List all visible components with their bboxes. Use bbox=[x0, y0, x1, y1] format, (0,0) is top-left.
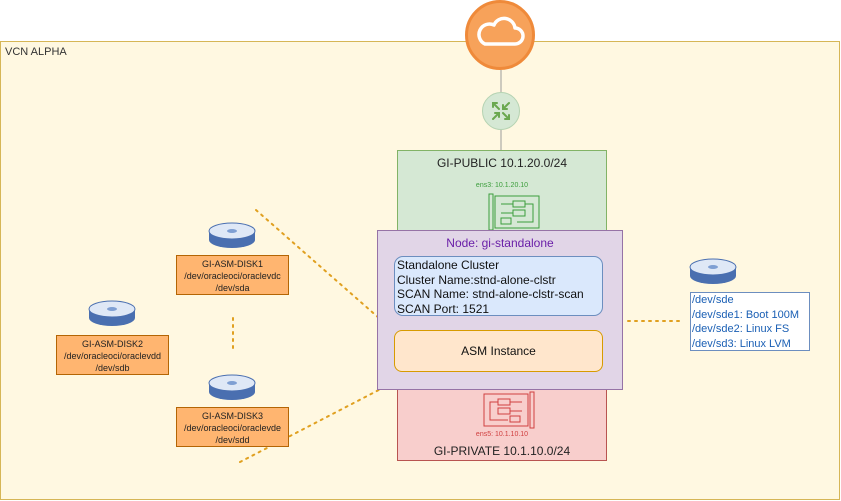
cluster-info-text: Standalone Cluster Cluster Name:stnd-alo… bbox=[397, 258, 584, 316]
boot-disk-box bbox=[690, 292, 810, 351]
cluster-info-box bbox=[394, 256, 603, 316]
node-title: Node: gi-standalone bbox=[446, 236, 554, 250]
gi-public-subnet bbox=[397, 150, 607, 235]
partition-line: /dev/sde2: Linux FS bbox=[692, 323, 790, 335]
cluster-line: Cluster Name:stnd-alone-clstr bbox=[397, 272, 556, 287]
cluster-line: SCAN Name: stnd-alone-clstr-scan bbox=[397, 287, 584, 301]
partition-line: /dev/sde bbox=[692, 294, 734, 306]
disk3-node-link bbox=[239, 379, 399, 463]
cluster-line: Standalone Cluster bbox=[397, 258, 500, 272]
asm-disk2-label: GI-ASM-DISK2 /dev/oracleoci/oraclevdd /d… bbox=[56, 335, 169, 375]
gi-private-title: GI-PRIVATE 10.1.10.0/24 bbox=[433, 444, 571, 458]
disk-line: GI-ASM-DISK3 bbox=[201, 411, 263, 421]
vcn-label: VCN ALPHA bbox=[5, 46, 67, 58]
disk-line: GI-ASM-DISK1 bbox=[201, 259, 263, 269]
gi-private-subnet bbox=[397, 385, 607, 461]
asm-disk3-label: GI-ASM-DISK3 /dev/oracleoci/oraclevde /d… bbox=[176, 407, 289, 447]
router-icon bbox=[482, 92, 520, 130]
gi-public-title: GI-PUBLIC 10.1.20.0/24 bbox=[436, 156, 568, 170]
boot-disk-text: /dev/sde /dev/sde1: Boot 100M /dev/sde2:… bbox=[692, 293, 799, 351]
cluster-line: SCAN Port: 1521 bbox=[397, 301, 490, 316]
disk-icon bbox=[689, 258, 737, 284]
asm-disk1-label: GI-ASM-DISK1 /dev/oracleoci/oraclevdc /d… bbox=[176, 255, 289, 295]
network-card-icon bbox=[488, 193, 540, 231]
asm-instance-box bbox=[394, 330, 603, 372]
disk-line: /dev/oracleoci/oraclevdd bbox=[63, 351, 162, 361]
disk-line: /dev/sdb bbox=[95, 363, 130, 373]
ens5-label: ens5: 10.1.10.10 bbox=[475, 431, 529, 438]
partition-line: /dev/sde1: Boot 100M bbox=[692, 308, 800, 321]
network-card-icon bbox=[483, 391, 535, 429]
cloud-icon bbox=[465, 0, 535, 70]
disk1-node-link bbox=[255, 209, 389, 327]
disk-line: GI-ASM-DISK2 bbox=[81, 339, 143, 349]
disk-icon bbox=[208, 374, 256, 400]
disk-icon bbox=[208, 222, 256, 248]
disk-line: /dev/oracleoci/oraclevde bbox=[183, 423, 282, 433]
ens3-label: ens3: 10.1.20.10 bbox=[475, 182, 529, 189]
disk-line: /dev/oracleoci/oraclevdc bbox=[184, 271, 281, 281]
partition-line: /dev/sd3: Linux LVM bbox=[692, 337, 791, 350]
disk-line: /dev/sda bbox=[215, 283, 250, 293]
disk-icon bbox=[88, 300, 136, 326]
disk-line: /dev/sdd bbox=[215, 435, 250, 445]
asm-instance-label: ASM Instance bbox=[461, 344, 536, 358]
